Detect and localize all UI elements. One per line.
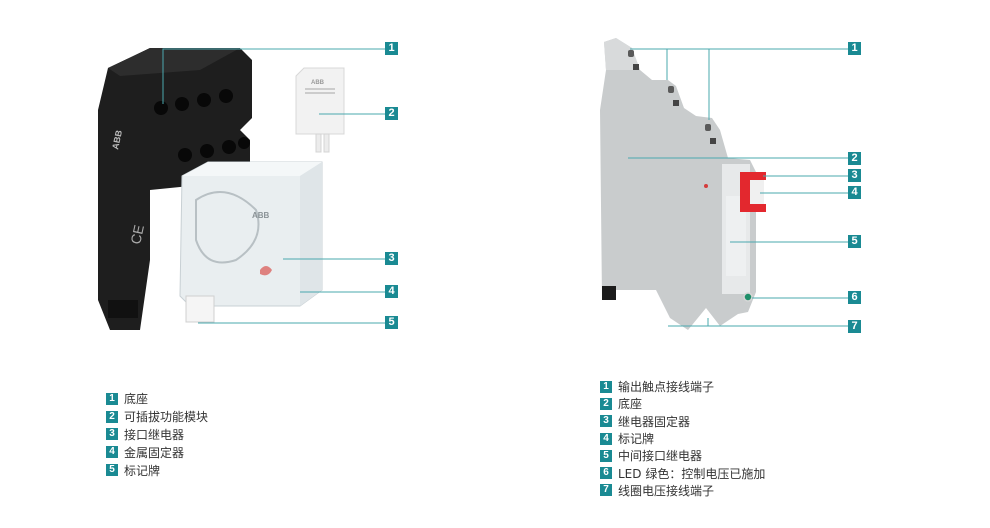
- legend-number: 3: [600, 415, 612, 428]
- right-callout-1: 1: [848, 42, 861, 55]
- legend-number: 2: [106, 410, 118, 423]
- svg-text:ABB: ABB: [311, 80, 325, 86]
- left-callout-4: 4: [385, 285, 398, 298]
- legend-item: 7 线圈电压接线端子: [600, 482, 765, 499]
- right-callout-4: 4: [848, 186, 861, 199]
- right-leader-lines: [628, 48, 848, 327]
- legend-label: 线圈电压接线端子: [618, 483, 715, 498]
- legend-label: 输出触点接线端子: [618, 380, 715, 395]
- right-callout-6: 6: [848, 291, 861, 304]
- left-leader-lines: [162, 48, 385, 324]
- legend-item: 2 底座: [600, 395, 765, 412]
- right-callout-3: 3: [848, 169, 861, 182]
- legend-item: 5 标记牌: [106, 461, 208, 479]
- interface-relay-illustration: ABB: [179, 161, 323, 323]
- legend-number: 5: [600, 449, 612, 462]
- legend-label: 可插拔功能模块: [124, 410, 209, 425]
- left-callout-5: 5: [385, 316, 398, 329]
- right-callout-2: 2: [848, 152, 861, 165]
- legend-label: 接口继电器: [124, 427, 185, 442]
- plug-in-module-illustration: ABB: [295, 67, 345, 153]
- legend-label: LED 绿色：控制电压已施加: [618, 466, 766, 481]
- legend-number: 1: [106, 392, 118, 405]
- legend-item: 3 继电器固定器: [600, 413, 765, 430]
- legend-label: 中间接口继电器: [618, 449, 703, 464]
- legend-number: 4: [106, 446, 118, 459]
- legend-number: 3: [106, 428, 118, 441]
- legend-item: 6 LED 绿色：控制电压已施加: [600, 464, 765, 481]
- svg-text:ABB: ABB: [252, 211, 270, 220]
- legend-label: 金属固定器: [124, 445, 185, 460]
- legend-item: 5 中间接口继电器: [600, 447, 765, 464]
- legend-label: 标记牌: [124, 463, 161, 478]
- left-callout-3: 3: [385, 252, 398, 265]
- legend-label: 标记牌: [618, 432, 655, 447]
- legend-number: 5: [106, 464, 118, 477]
- legend-number: 6: [600, 467, 612, 480]
- left-callout-1: 1: [385, 42, 398, 55]
- svg-text:ABB: ABB: [110, 129, 124, 151]
- right-callout-7: 7: [848, 320, 861, 333]
- right-callout-5: 5: [848, 235, 861, 248]
- legend-label: 继电器固定器: [618, 414, 691, 429]
- legend-item: 1 底座: [106, 390, 208, 408]
- legend-number: 4: [600, 432, 612, 445]
- right-legend: 1 输出触点接线端子 2 底座 3 继电器固定器 4 标记牌 5 中间接口继电器…: [600, 378, 765, 499]
- legend-item: 4 金属固定器: [106, 443, 208, 461]
- legend-item: 1 输出触点接线端子: [600, 378, 765, 395]
- legend-item: 4 标记牌: [600, 430, 765, 447]
- slim-relay-illustration: [600, 38, 766, 330]
- svg-text:CE: CE: [127, 223, 147, 245]
- legend-number: 7: [600, 484, 612, 497]
- legend-item: 3 接口继电器: [106, 426, 208, 444]
- left-callout-2: 2: [385, 107, 398, 120]
- legend-number: 1: [600, 380, 612, 393]
- legend-number: 2: [600, 397, 612, 410]
- legend-label: 底座: [124, 392, 149, 407]
- legend-label: 底座: [618, 397, 643, 412]
- left-legend: 1 底座 2 可插拔功能模块 3 接口继电器 4 金属固定器 5 标记牌: [106, 390, 208, 479]
- legend-item: 2 可插拔功能模块: [106, 408, 208, 426]
- relay-socket-illustration: ABB CE: [98, 48, 252, 330]
